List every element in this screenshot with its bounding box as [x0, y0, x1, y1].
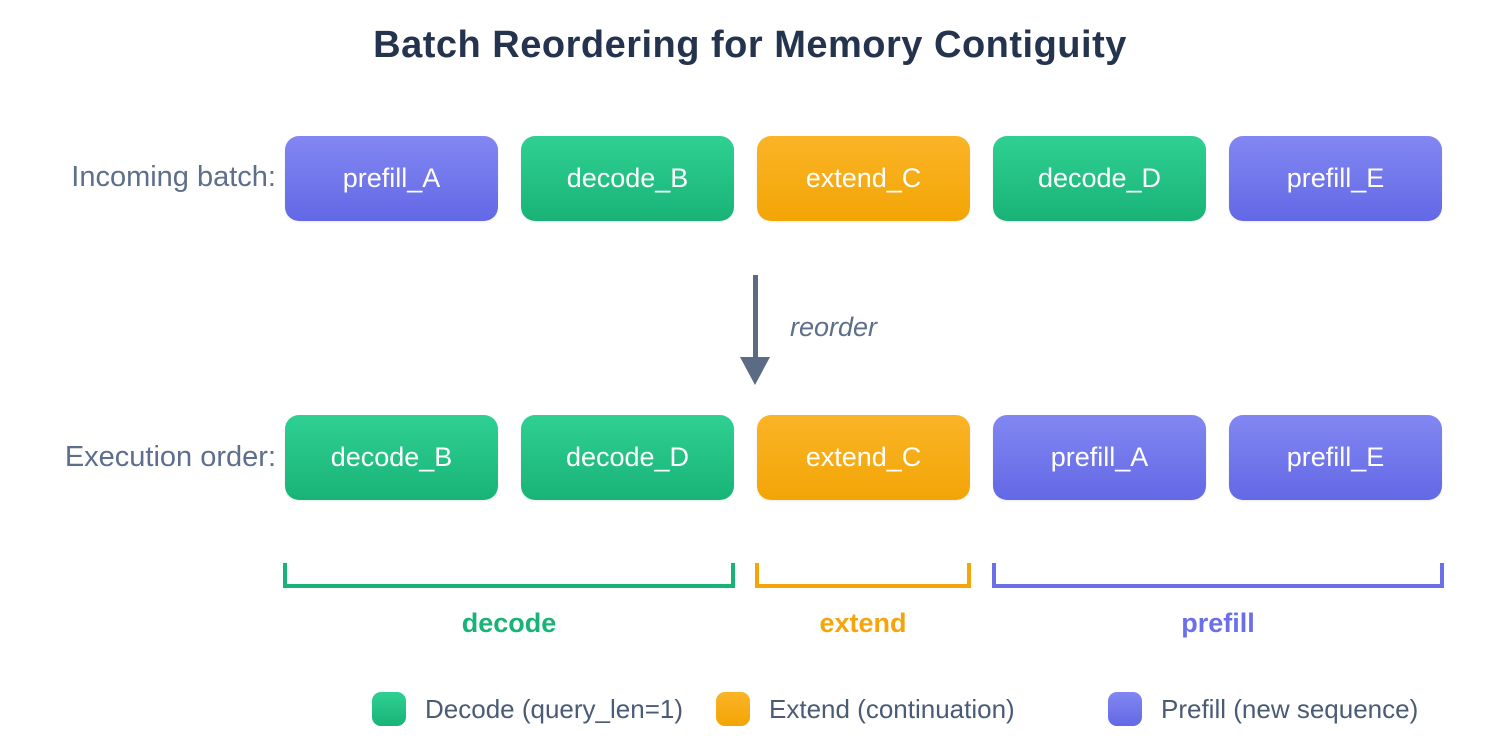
box-incoming-decode-d: decode_D — [993, 136, 1206, 221]
box-exec-decode-d: decode_D — [521, 415, 734, 500]
prefill-group-label: prefill — [1181, 608, 1255, 638]
prefill-legend-swatch-icon — [1108, 692, 1142, 726]
box-label: decode_B — [566, 163, 689, 193]
extend-group-bracket — [755, 563, 971, 588]
extend-group-label: extend — [819, 608, 907, 638]
box-exec-extend-c: extend_C — [757, 415, 970, 500]
prefill-group-bracket — [992, 563, 1444, 588]
reorder-label: reorder — [790, 312, 878, 342]
box-incoming-prefill-e: prefill_E — [1229, 136, 1442, 221]
box-label: decode_B — [330, 442, 453, 472]
box-label: extend_C — [805, 442, 922, 472]
prefill-legend-label: Prefill (new sequence) — [1161, 694, 1419, 724]
extend-legend-label: Extend (continuation) — [769, 694, 1015, 724]
box-label: decode_D — [565, 442, 690, 472]
box-exec-prefill-a: prefill_A — [993, 415, 1206, 500]
box-exec-decode-b: decode_B — [285, 415, 498, 500]
decode-legend-label: Decode (query_len=1) — [425, 694, 683, 724]
diagram-title: Batch Reordering for Memory Contiguity — [373, 24, 1127, 66]
decode-group-bracket — [283, 563, 735, 588]
box-label: extend_C — [805, 163, 922, 193]
incoming-batch-label: Incoming batch: — [71, 161, 276, 193]
box-incoming-prefill-a: prefill_A — [285, 136, 498, 221]
box-label: prefill_E — [1286, 163, 1385, 193]
box-label: prefill_A — [342, 163, 441, 193]
decode-group-label: decode — [461, 608, 557, 638]
down-arrow-head-icon — [740, 357, 770, 385]
box-incoming-decode-b: decode_B — [521, 136, 734, 221]
box-label: prefill_E — [1286, 442, 1385, 472]
down-arrow-icon — [753, 275, 758, 359]
decode-legend-swatch-icon — [372, 692, 406, 726]
box-label: prefill_A — [1050, 442, 1149, 472]
box-label: decode_D — [1037, 163, 1162, 193]
execution-order-label: Execution order: — [64, 441, 276, 473]
box-incoming-extend-c: extend_C — [757, 136, 970, 221]
extend-legend-swatch-icon — [716, 692, 750, 726]
box-exec-prefill-e: prefill_E — [1229, 415, 1442, 500]
